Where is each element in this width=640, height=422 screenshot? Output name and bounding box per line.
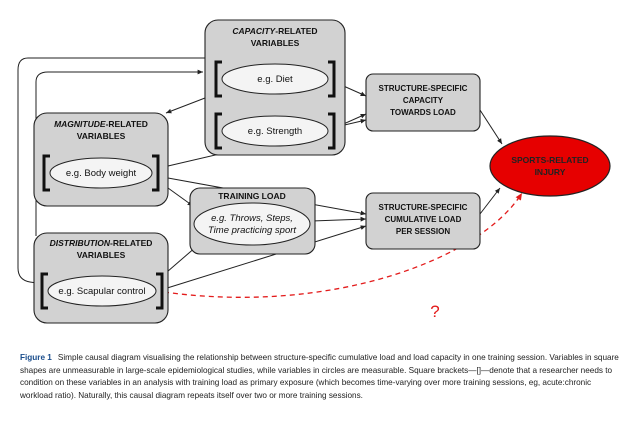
magnitude-right-bracket: [152, 154, 160, 192]
training-load-ellipse: [193, 202, 311, 246]
magnitude-left-bracket: [42, 154, 50, 192]
load-outcome-box: STRUCTURE-SPECIFIC CUMULATIVE LOAD PER S…: [365, 192, 481, 250]
bodyweight-label: e.g. Body weight: [66, 168, 137, 179]
distribution-box-title: DISTRIBUTION-RELATED: [50, 238, 153, 248]
capacity-right-bracket: [328, 60, 336, 98]
magnitude-box-title: MAGNITUDE-RELATED: [54, 119, 148, 129]
load-outcome-line1: STRUCTURE-SPECIFIC: [379, 203, 468, 212]
arrow-capacity-to-distribution-ellipse: [17, 57, 205, 287]
magnitude-related-box: MAGNITUDE-RELATED VARIABLES e.g. Body we…: [33, 112, 169, 207]
training-load-title: TRAINING LOAD: [218, 191, 286, 201]
capacity-outcome-line1: STRUCTURE-SPECIFIC: [379, 84, 468, 93]
arrow-capacity-to-magnitude: [165, 97, 206, 114]
training-load-box: TRAINING LOAD e.g. Throws, Steps, Time p…: [189, 187, 316, 255]
training-load-item-line1: e.g. Throws, Steps,: [211, 213, 293, 224]
injury-node: SPORTS-RELATED INJURY: [489, 135, 611, 197]
distribution-box-subtitle: VARIABLES: [77, 250, 126, 260]
arrow-capacity-outcome-to-injury: [479, 109, 503, 145]
dashed-arrow-scapular-to-injury: [163, 192, 523, 298]
magnitude-box-subtitle: VARIABLES: [77, 131, 126, 141]
load-outcome-line3: PER SESSION: [396, 227, 450, 236]
capacity-box-subtitle: VARIABLES: [251, 38, 300, 48]
strength-ellipse: [221, 115, 329, 147]
strength-label: e.g. Strength: [248, 126, 302, 137]
scapular-label: e.g. Scapular control: [58, 286, 145, 297]
diet-label: e.g. Diet: [257, 74, 293, 85]
injury-line2: INJURY: [535, 167, 566, 177]
load-outcome-line2: CUMULATIVE LOAD: [385, 215, 462, 224]
caption-text: Simple causal diagram visualising the re…: [20, 353, 619, 400]
strength-left-bracket: [214, 112, 222, 150]
distribution-related-box: DISTRIBUTION-RELATED VARIABLES e.g. Scap…: [33, 232, 169, 324]
capacity-outcome-line2: CAPACITY: [403, 96, 444, 105]
capacity-related-box: CAPACITY-RELATED VARIABLES e.g. Diet e.g…: [204, 19, 346, 156]
arrow-distribution-to-capacity: [35, 69, 203, 236]
capacity-box-title: CAPACITY-RELATED: [232, 26, 317, 36]
unknown-question-mark: ?: [430, 302, 439, 321]
arrow-load-outcome-to-injury: [479, 187, 501, 215]
arrow-scapular-to-load-outcome: [163, 225, 367, 290]
training-load-item-line2: Time practicing sport: [208, 225, 296, 236]
capacity-outcome-box: STRUCTURE-SPECIFIC CAPACITY TOWARDS LOAD: [365, 73, 481, 132]
diet-ellipse: [221, 63, 329, 95]
arrow-magnitude-to-training-load: [167, 187, 194, 207]
arrow-training-load-to-load-outcome: [311, 216, 367, 222]
distribution-right-bracket: [156, 272, 164, 310]
distribution-left-bracket: [40, 272, 48, 310]
capacity-outcome-line3: TOWARDS LOAD: [390, 108, 456, 117]
bodyweight-ellipse: [49, 157, 153, 189]
injury-line1: SPORTS-RELATED: [511, 155, 588, 165]
causal-diagram: CAPACITY-RELATED VARIABLES e.g. Diet e.g…: [17, 19, 611, 324]
figure-label: Figure 1: [20, 353, 52, 362]
capacity-left-bracket: [214, 60, 222, 98]
strength-right-bracket: [328, 112, 336, 150]
scapular-ellipse: [47, 275, 157, 307]
